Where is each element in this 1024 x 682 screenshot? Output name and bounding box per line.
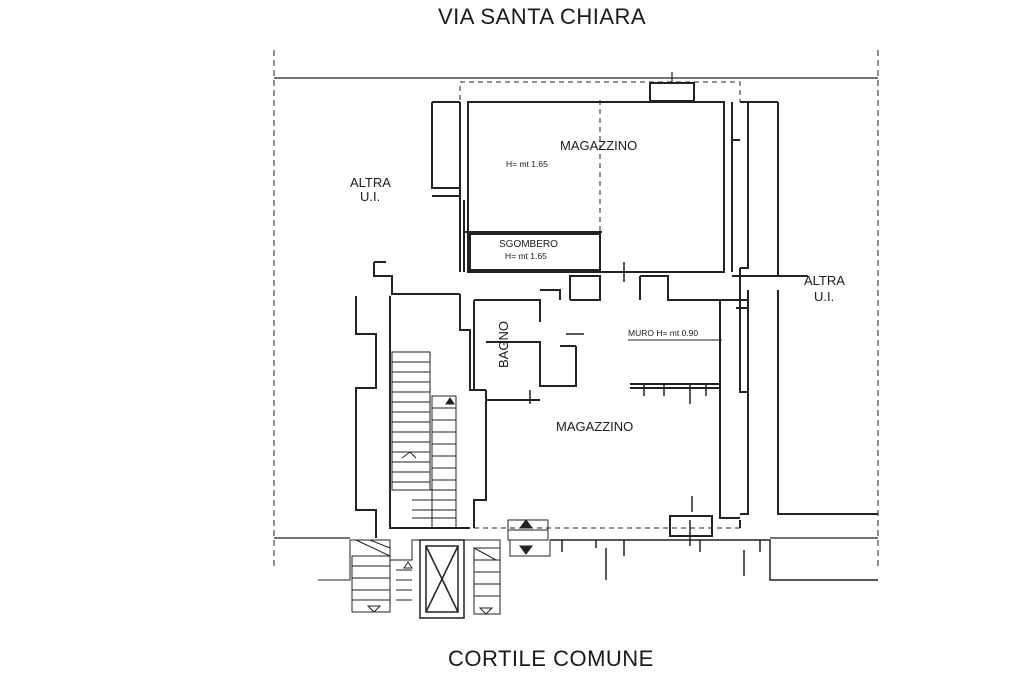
neighbor-left-line1: ALTRA	[350, 175, 391, 190]
neighbor-right-line2: U.I.	[814, 289, 835, 304]
sgombero-walls	[463, 200, 602, 272]
elevator-shaft	[419, 539, 465, 619]
room-height-magazzino-top: H= mt 1.65	[506, 159, 548, 169]
vent-bottom	[669, 515, 713, 537]
vent-top	[649, 82, 695, 102]
room-label-magazzino-bottom: MAGAZZINO	[556, 419, 634, 434]
room-label-sgombero: SGOMBERO	[499, 239, 558, 250]
right-walls	[630, 102, 878, 528]
middle-walls	[355, 261, 601, 538]
staircase-right	[473, 547, 501, 615]
entrance-steps	[507, 519, 551, 557]
neighbor-left-line2: U.I.	[360, 189, 381, 204]
staircase-main	[391, 351, 457, 529]
facade-piers	[550, 539, 878, 581]
room-height-sgombero: H= mt 1.65	[505, 251, 547, 261]
room-label-magazzino-top: MAGAZZINO	[560, 138, 638, 153]
neighbor-right-line1: ALTRA	[804, 273, 845, 288]
street-label-top: VIA SANTA CHIARA	[438, 4, 647, 29]
room-label-bagno: BAGNO	[495, 321, 511, 368]
door-jambs	[529, 262, 707, 546]
staircase-lower	[318, 539, 501, 613]
unit-dashed-outline	[459, 81, 741, 529]
boundary-dashes	[273, 50, 879, 568]
magazzino-top-walls	[431, 101, 778, 273]
wall-label-muro: MURO H= mt 0.90	[628, 328, 699, 338]
street-label-bottom: CORTILE COMUNE	[448, 646, 654, 671]
